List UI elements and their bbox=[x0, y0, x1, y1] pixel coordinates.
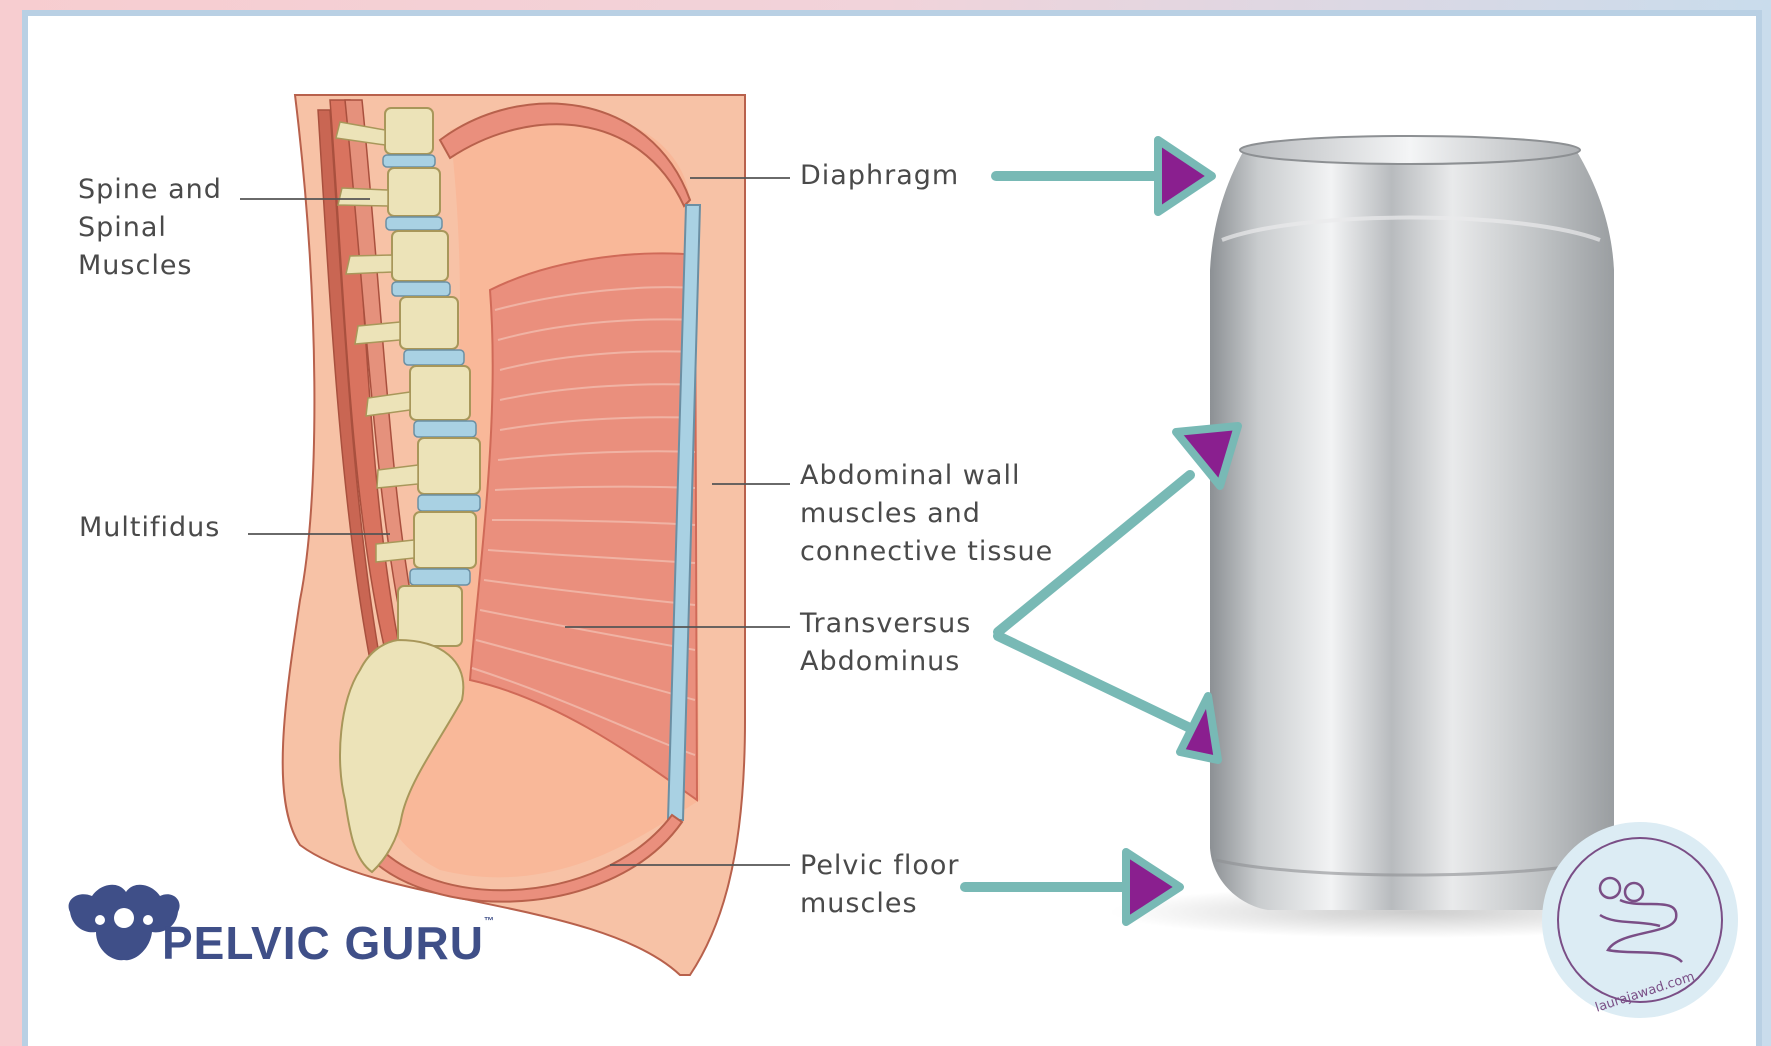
brand-trademark: ™ bbox=[484, 916, 495, 927]
label-transversus-abdominus: Transversus Abdominus bbox=[800, 605, 971, 681]
soda-can bbox=[1110, 136, 1710, 938]
pelvic-floor-arrow bbox=[965, 852, 1180, 922]
label-pelvic-floor-muscles: Pelvic floor muscles bbox=[800, 847, 960, 923]
torso-illustration bbox=[240, 95, 790, 975]
diaphragm-arrow bbox=[996, 140, 1212, 212]
transversus-arrow-down bbox=[998, 636, 1218, 760]
label-diaphragm: Diaphragm bbox=[800, 157, 959, 195]
can-lid bbox=[1240, 136, 1580, 164]
brand-name: PELVIC GURU bbox=[162, 917, 484, 969]
can-body bbox=[1210, 150, 1614, 910]
label-abdominal-wall: Abdominal wall muscles and connective ti… bbox=[800, 457, 1053, 571]
label-spine-and-spinal-muscles: Spine and Spinal Muscles bbox=[78, 171, 222, 285]
label-multifidus: Multifidus bbox=[79, 509, 220, 547]
brand-logo-text: PELVIC GURU™ bbox=[162, 916, 495, 970]
